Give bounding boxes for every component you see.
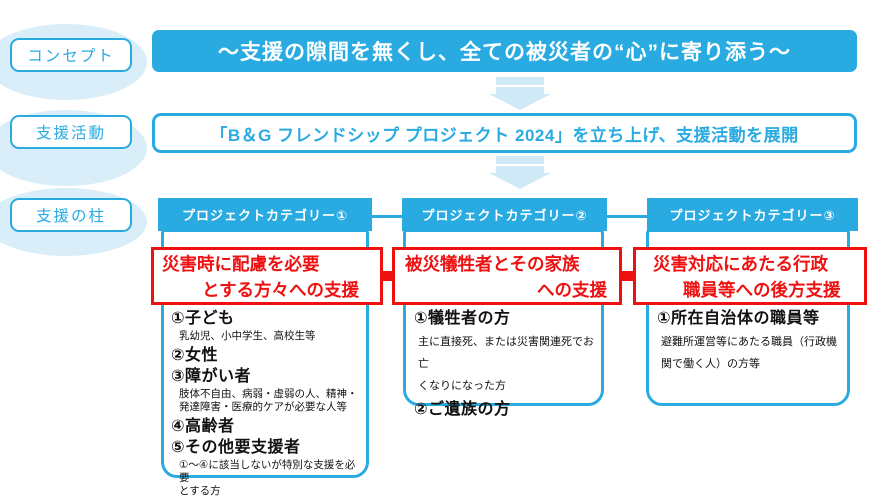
item-note: 避難所運営等にあたる職員（行政機 関で働く人）の方等	[661, 336, 837, 370]
item-title: ③障がい者	[171, 368, 252, 385]
concept-tag: コンセプト	[10, 38, 132, 72]
highlight-line1: 被災犠牲者とその家族	[405, 254, 580, 274]
category-item-list: ①子ども乳幼児、小中学生、高校生等 ②女性 ③障がい者肢体不自由、病弱・虚弱の人、精…	[171, 308, 361, 498]
item-note: ①〜④に該当しないが特別な支援を必要 とする方	[179, 459, 356, 497]
highlight-box: 災害対応にあたる行政職員等への後方支援	[633, 247, 867, 305]
pillars-tag: 支援の柱	[10, 198, 132, 232]
item-title: ⑤その他要支援者	[171, 439, 301, 456]
highlight-box: 災害時に配慮を必要とする方々への支援	[151, 247, 383, 305]
item-note: 主に直接死、または災害関連死でお亡 くなりになった方	[418, 336, 594, 392]
highlight-box: 被災犠牲者とその家族への支援	[392, 247, 622, 305]
down-arrow-icon	[489, 77, 551, 110]
category-header: プロジェクトカテゴリー③	[647, 198, 858, 231]
header-connector	[605, 215, 649, 218]
category-item-list: ①犠牲者の方主に直接死、または災害関連死でお亡 くなりになった方 ②ご遺族の方	[414, 308, 596, 420]
highlight-line2: とする方々への支援	[202, 280, 359, 300]
concept-banner: 〜支援の隙間を無くし、全ての被災者の“心”に寄り添う〜	[152, 30, 857, 72]
highlight-line1: 災害対応にあたる行政	[653, 254, 828, 274]
activity-tag: 支援活動	[10, 115, 132, 149]
category-header: プロジェクトカテゴリー②	[402, 198, 607, 231]
item-title: ②女性	[171, 347, 219, 364]
item-title: ④高齢者	[171, 418, 235, 435]
header-connector	[370, 215, 404, 218]
category-item-list: ①所在自治体の職員等避難所運営等にあたる職員（行政機 関で働く人）の方等	[657, 308, 843, 377]
item-title: ①所在自治体の職員等	[657, 310, 820, 327]
item-title: ①子ども	[171, 310, 235, 327]
highlight-line2: 職員等への後方支援	[683, 280, 841, 300]
highlight-line1: 災害時に配慮を必要	[162, 254, 320, 274]
down-arrow-icon	[489, 156, 551, 189]
category-header: プロジェクトカテゴリー①	[158, 198, 372, 231]
highlight-connector	[617, 271, 638, 281]
highlight-connector	[378, 271, 396, 281]
highlight-line2: への支援	[537, 280, 607, 300]
item-title: ②ご遺族の方	[414, 401, 511, 418]
item-note: 乳幼児、小中学生、高校生等	[179, 330, 316, 342]
item-note: 肢体不自由、病弱・虚弱の人、精神・ 発達障害・医療的ケアが必要な人等	[179, 388, 358, 413]
item-title: ①犠牲者の方	[414, 310, 511, 327]
activity-banner: 「B＆G フレンドシップ プロジェクト 2024」を立ち上げ、支援活動を展開	[152, 113, 857, 153]
